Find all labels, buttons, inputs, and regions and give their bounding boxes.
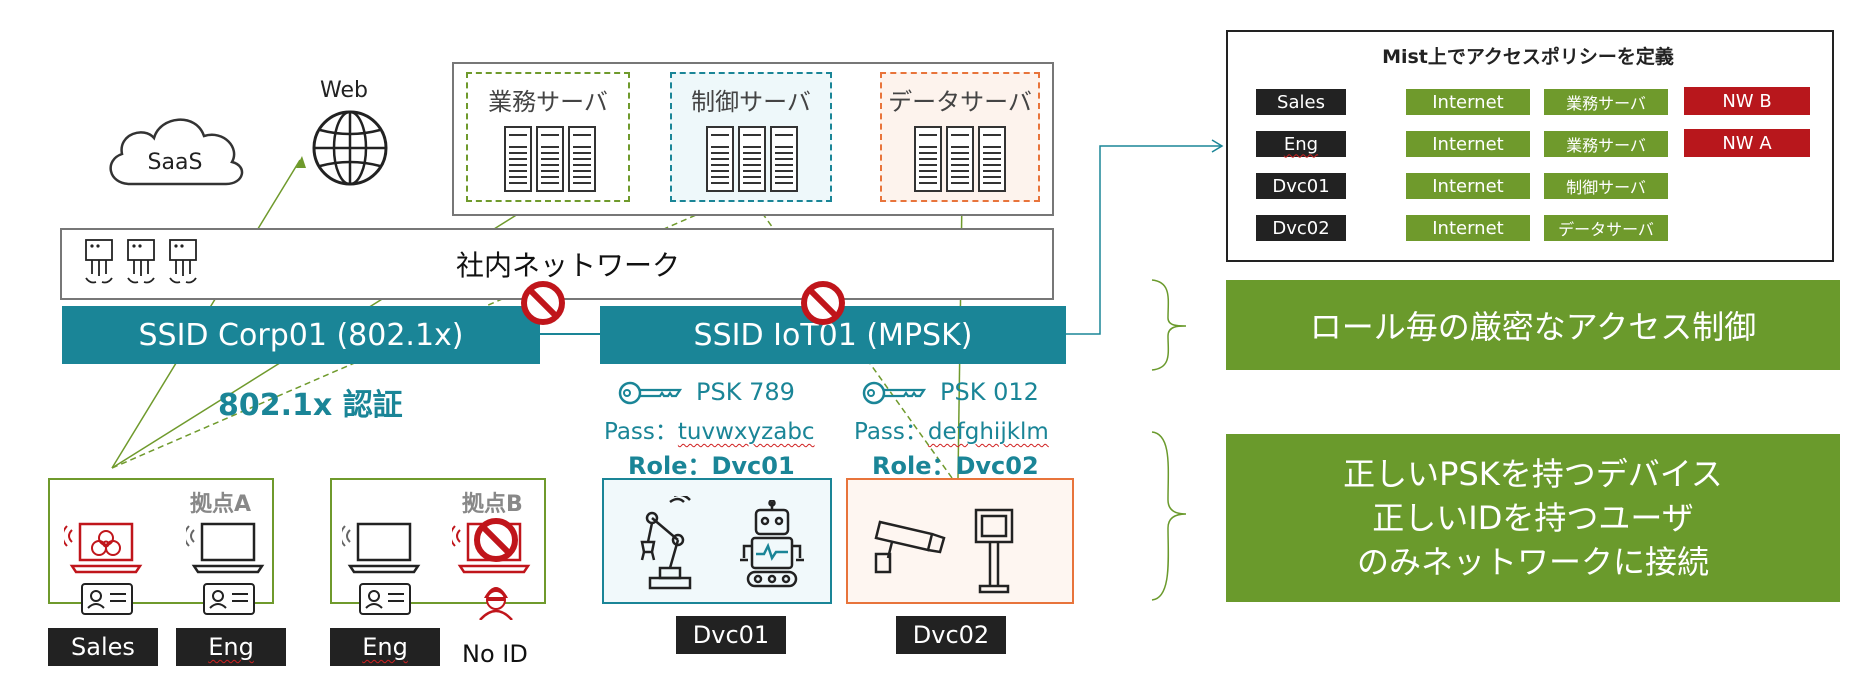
laptop-icon [342,522,421,574]
policy-server-dvc01: 制御サーバ [1544,173,1668,199]
policy-role-eng-text: Eng [1283,133,1319,155]
policy-internet-eng: Internet [1406,131,1530,157]
laptop-icon [186,522,265,574]
role-control-panel: ロール毎の厳密なアクセス制御 [1226,280,1840,370]
site-b-box [330,478,546,604]
saas-cloud: SaaS [100,104,250,190]
business-server-box: 業務サーバ [466,72,630,202]
pass-prefix: Pass： [604,419,678,445]
kiosk-icon [974,508,1014,594]
user-tag-eng-b: Eng [330,628,440,666]
data-server-label: データサーバ [888,88,1032,116]
infected-laptop [64,522,143,574]
no-id-label: No ID [462,640,528,668]
user-tag-sales: Sales [48,628,158,666]
user-tag-eng-text: Eng [208,633,254,661]
policy-server-dvc02: データサーバ [1544,215,1668,241]
globe-icon [312,110,388,186]
policy-internet-dvc01: Internet [1406,173,1530,199]
blocked-laptop [452,518,531,574]
control-server-box: 制御サーバ [670,72,832,202]
server-rack-icon [738,126,766,192]
control-server-label: 制御サーバ [691,88,811,116]
policy-internet-dvc02: Internet [1406,215,1530,241]
psk-012-label: PSK 012 [940,378,1039,406]
pass-value: tuvwxyzabc [677,419,815,445]
site-a-label: 拠点A [190,492,252,517]
ssid-iot01[interactable]: SSID IoT01 (MPSK) [600,306,1066,364]
server-rack-icon [568,126,596,192]
policy-role-dvc01: Dvc01 [1256,173,1346,199]
saas-label: SaaS [147,150,203,175]
role-dvc02-label: Role：Dvc02 [872,452,1039,480]
web-label: Web [320,78,368,103]
server-rack-icon [536,126,564,192]
user-tag-eng-b-text: Eng [362,633,408,661]
ssid-corp01[interactable]: SSID Corp01 (802.1x) [62,306,540,364]
robot-arm-icon [640,496,692,590]
server-rack-icon [770,126,798,192]
user-tag-eng: Eng [176,628,286,666]
psk-789-pass: Pass：tuvwxyzabc [604,412,815,446]
hacker-icon [479,587,513,620]
policy-title: Mist上でアクセスポリシーを定義 [1382,46,1674,68]
psk-789-label: PSK 789 [696,378,795,406]
server-rack-icon [504,126,532,192]
cloud-icon [109,118,244,186]
biohazard-icon [91,530,121,556]
no-entry-icon [521,281,565,325]
brace-icon [1151,279,1187,371]
device-tag-dvc02: Dvc02 [896,616,1006,654]
robot-icon [740,500,804,588]
device-tag-dvc01: Dvc01 [676,616,786,654]
policy-connector [1066,145,1222,335]
key-icon [862,381,927,405]
policy-role-dvc02: Dvc02 [1256,215,1346,241]
connect-line-2: 正しいIDを持つユーザ [1372,499,1694,537]
policy-nw-sales: NW B [1684,87,1810,115]
no-entry-icon [801,281,845,325]
connect-line-3: のみネットワークに接続 [1356,543,1709,581]
connect-panel: 正しいPSKを持つデバイス 正しいIDを持つユーザ のみネットワークに接続 [1226,434,1840,602]
policy-role-eng: Eng [1256,131,1346,157]
site-a-box [48,478,274,604]
server-rack-icon [914,126,942,192]
policy-internet-sales: Internet [1406,89,1530,115]
connect-line-1: 正しいPSKを持つデバイス [1343,455,1723,493]
pass-prefix: Pass： [854,419,928,445]
role-dvc01-label: Role：Dvc01 [628,452,795,480]
id-card-icon [81,583,133,615]
server-rack-icon [978,126,1006,192]
business-server-label: 業務サーバ [488,88,608,116]
brace-icon [1151,431,1187,601]
server-rack-icon [946,126,974,192]
server-rack-icon [706,126,734,192]
policy-server-sales: 業務サーバ [1544,89,1668,115]
key-icon [618,381,683,405]
auth-label: 802.1x 認証 [218,388,403,423]
no-entry-icon [474,518,518,562]
policy-role-sales: Sales [1256,89,1346,115]
policy-nw-eng: NW A [1684,129,1810,157]
psk-012-pass: Pass：defghijklm [854,412,1049,446]
id-card-icon [203,583,255,615]
site-b-label: 拠点B [462,492,523,517]
data-server-box: データサーバ [880,72,1040,202]
security-camera-icon [874,520,946,574]
pass-value: defghijklm [927,419,1049,445]
internal-network-label: 社内ネットワーク [456,249,681,282]
policy-server-eng: 業務サーバ [1544,131,1668,157]
access-point-icons [85,239,197,284]
id-card-icon [359,583,411,615]
